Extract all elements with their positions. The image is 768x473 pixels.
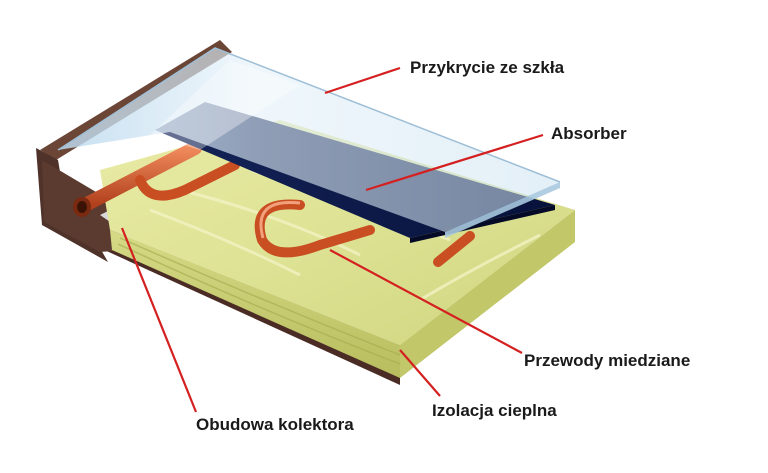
glass-edge: [445, 182, 560, 238]
labels: Przykrycie ze szkła Absorber Przewody mi…: [196, 58, 690, 434]
leader-insulation: [399, 349, 441, 397]
insulation-right: [400, 210, 575, 378]
leader-housing: [120, 227, 198, 413]
label-housing: Obudowa kolektora: [196, 415, 354, 434]
copper-pipes: [73, 141, 475, 267]
leader-absorber: [365, 133, 544, 192]
leader-lines: [120, 66, 544, 413]
pipe-end: [433, 231, 475, 267]
leader-copper-pipes: [329, 249, 523, 354]
insulation-front-texture: [117, 237, 401, 365]
pipe-loop-2: [254, 199, 375, 258]
insulation-front: [110, 230, 400, 378]
label-copper-pipes: Przewody miedziane: [524, 351, 690, 370]
pipe-loop-1: [135, 160, 240, 201]
glass-highlight: [150, 60, 300, 150]
glass-cover: [57, 47, 561, 238]
label-absorber: Absorber: [551, 124, 627, 143]
label-glass-cover: Przykrycie ze szkła: [410, 58, 565, 77]
leader-glass-cover: [324, 66, 401, 95]
pipe-loop-2-highlight: [259, 200, 301, 239]
glass-top: [58, 48, 560, 232]
glass-outline: [57, 47, 561, 183]
label-insulation: Izolacja cieplna: [432, 401, 557, 420]
pipe-opening-inner: [77, 201, 87, 213]
insulation-texture: [149, 168, 541, 302]
